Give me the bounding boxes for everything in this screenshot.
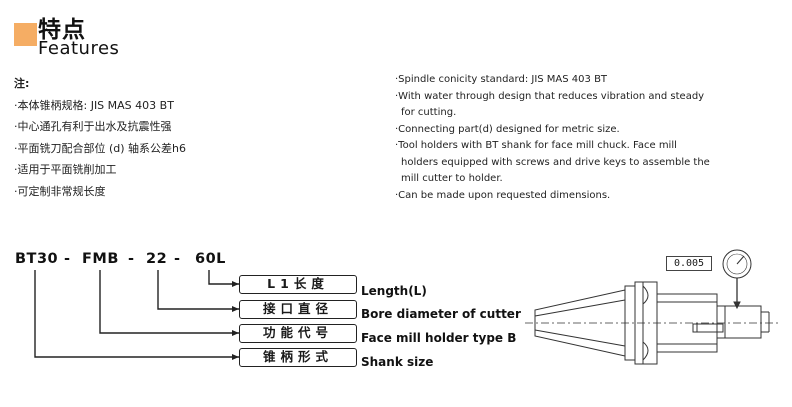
legend-box-bore: 接口直径: [239, 300, 357, 319]
note-en-continuation: mill cutter to holder.: [401, 173, 503, 184]
leader-type: [99, 270, 239, 334]
section-title-cn: 特点: [38, 17, 86, 43]
note-cn-item: ·中心通孔有利于出水及抗震性强: [14, 120, 172, 133]
note-en-item: ·Tool holders with BT shank for face mil…: [395, 140, 677, 151]
arrow-head: [232, 354, 239, 360]
legend-label-shank: Shank size: [361, 355, 434, 369]
note-en-continuation: for cutting.: [401, 107, 457, 118]
section-title-en: Features: [38, 38, 120, 59]
tool-holder-drawing: [525, 249, 781, 365]
note-cn-item: ·适用于平面铣削加工: [14, 163, 117, 176]
code-length: 60L: [195, 251, 226, 267]
note-en-item: ·Spindle conicity standard: JIS MAS 403 …: [395, 74, 608, 85]
legend-box-shank: 锥柄形式: [239, 348, 357, 367]
code-type: FMB: [82, 251, 119, 267]
legend-label-type: Face mill holder type B: [361, 331, 517, 345]
note-en-item: ·Can be made upon requested dimensions.: [395, 189, 611, 201]
accent-square: [14, 23, 37, 46]
legend-box-type: 功能代号: [239, 324, 357, 343]
tolerance-value: 0.005: [666, 256, 712, 271]
arrow-head: [232, 281, 239, 287]
leader-shank: [34, 270, 239, 358]
code-separator: -: [64, 251, 71, 267]
arrow-head: [232, 330, 239, 336]
note-en-continuation: holders equipped with screws and drive k…: [401, 156, 710, 168]
code-shank: BT30: [15, 251, 59, 267]
notes-en: ·Spindle conicity standard: JIS MAS 403 …: [395, 72, 725, 204]
code-separator: -: [174, 251, 181, 267]
legend-label-length: Length(L): [361, 284, 427, 298]
leader-bore: [157, 270, 239, 310]
code-bore: 22: [146, 251, 168, 267]
note-cn-item: ·平面铣刀配合部位 (d) 轴系公差h6: [14, 141, 187, 155]
arrow-head: [232, 306, 239, 312]
note-en-item: ·Connecting part(d) designed for metric …: [395, 123, 620, 135]
notes-cn: 注: ·本体锥柄规格: JIS MAS 403 BT ·中心通孔有利于出水及抗震…: [14, 73, 186, 202]
notes-heading: 注:: [14, 77, 30, 90]
legend-label-bore: Bore diameter of cutter: [361, 307, 521, 321]
leader-length: [208, 270, 239, 285]
code-separator: -: [128, 251, 135, 267]
note-cn-item: ·本体锥柄规格: JIS MAS 403 BT: [14, 98, 174, 112]
legend-box-length: L1长度: [239, 275, 357, 294]
note-cn-item: ·可定制非常规长度: [14, 184, 106, 198]
note-en-item: ·With water through design that reduces …: [395, 90, 705, 102]
